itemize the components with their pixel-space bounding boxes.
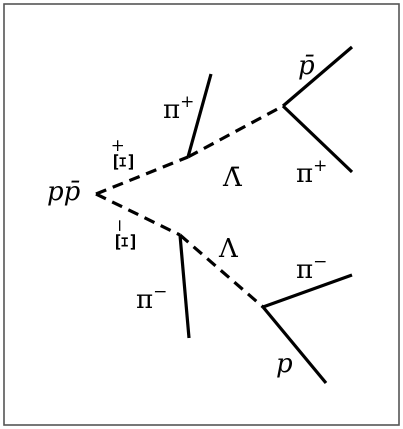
pi-plus-right-track bbox=[281, 104, 354, 174]
pi-minus-left-track bbox=[178, 234, 191, 339]
pi-minus-left-label: π− bbox=[136, 282, 167, 315]
xi-plus-track bbox=[95, 155, 189, 196]
vertex-label: pp̄ bbox=[47, 177, 81, 207]
pi-plus-upper-track bbox=[186, 73, 213, 158]
xi-plus-label: Ξ+ bbox=[108, 138, 140, 171]
pi-minus-right-label: π− bbox=[296, 252, 327, 285]
pi-plus-right-label: π+ bbox=[296, 156, 327, 189]
proton-track bbox=[261, 305, 328, 385]
anti-proton-label: p̄ bbox=[298, 51, 315, 81]
pi-plus-upper-label: π+ bbox=[163, 92, 194, 125]
xi-minus-track bbox=[95, 192, 181, 237]
diagram-border bbox=[3, 3, 400, 426]
xi-minus-label: Ξ− bbox=[110, 218, 142, 251]
lambda-track bbox=[178, 233, 265, 309]
lambda-label: Λ bbox=[218, 234, 239, 264]
anti-lambda-label: Λ̄ bbox=[222, 163, 243, 193]
proton-label: p bbox=[276, 349, 293, 379]
pi-minus-right-track bbox=[262, 273, 353, 309]
anti-proton-track bbox=[281, 45, 354, 108]
